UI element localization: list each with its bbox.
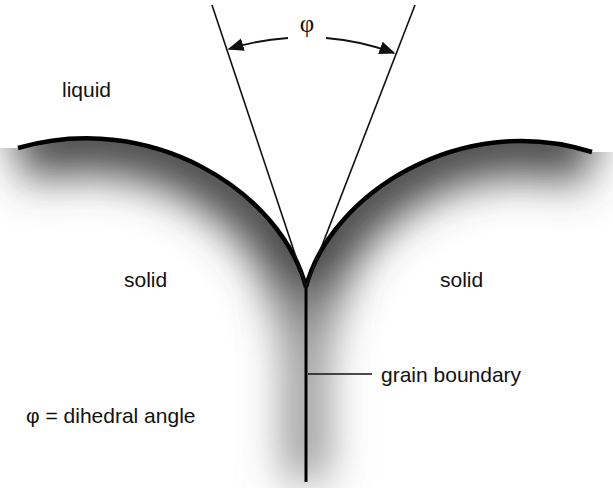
angle-arrow <box>326 38 394 53</box>
angle-arrow <box>229 38 288 49</box>
tangent-line <box>306 5 415 287</box>
leader-line <box>308 373 372 375</box>
phase-label: solid <box>124 268 167 291</box>
grain-boundary-line <box>305 285 308 482</box>
solid-liquid-interface <box>306 141 592 287</box>
tangent-line <box>212 5 306 287</box>
legend-note: φ = dihedral angle <box>26 404 196 427</box>
solid-liquid-interface <box>18 138 306 287</box>
phase-label: solid <box>440 268 483 291</box>
angle-symbol: φ <box>300 10 314 38</box>
part-label: grain boundary <box>381 363 521 386</box>
phase-label: liquid <box>62 78 111 101</box>
